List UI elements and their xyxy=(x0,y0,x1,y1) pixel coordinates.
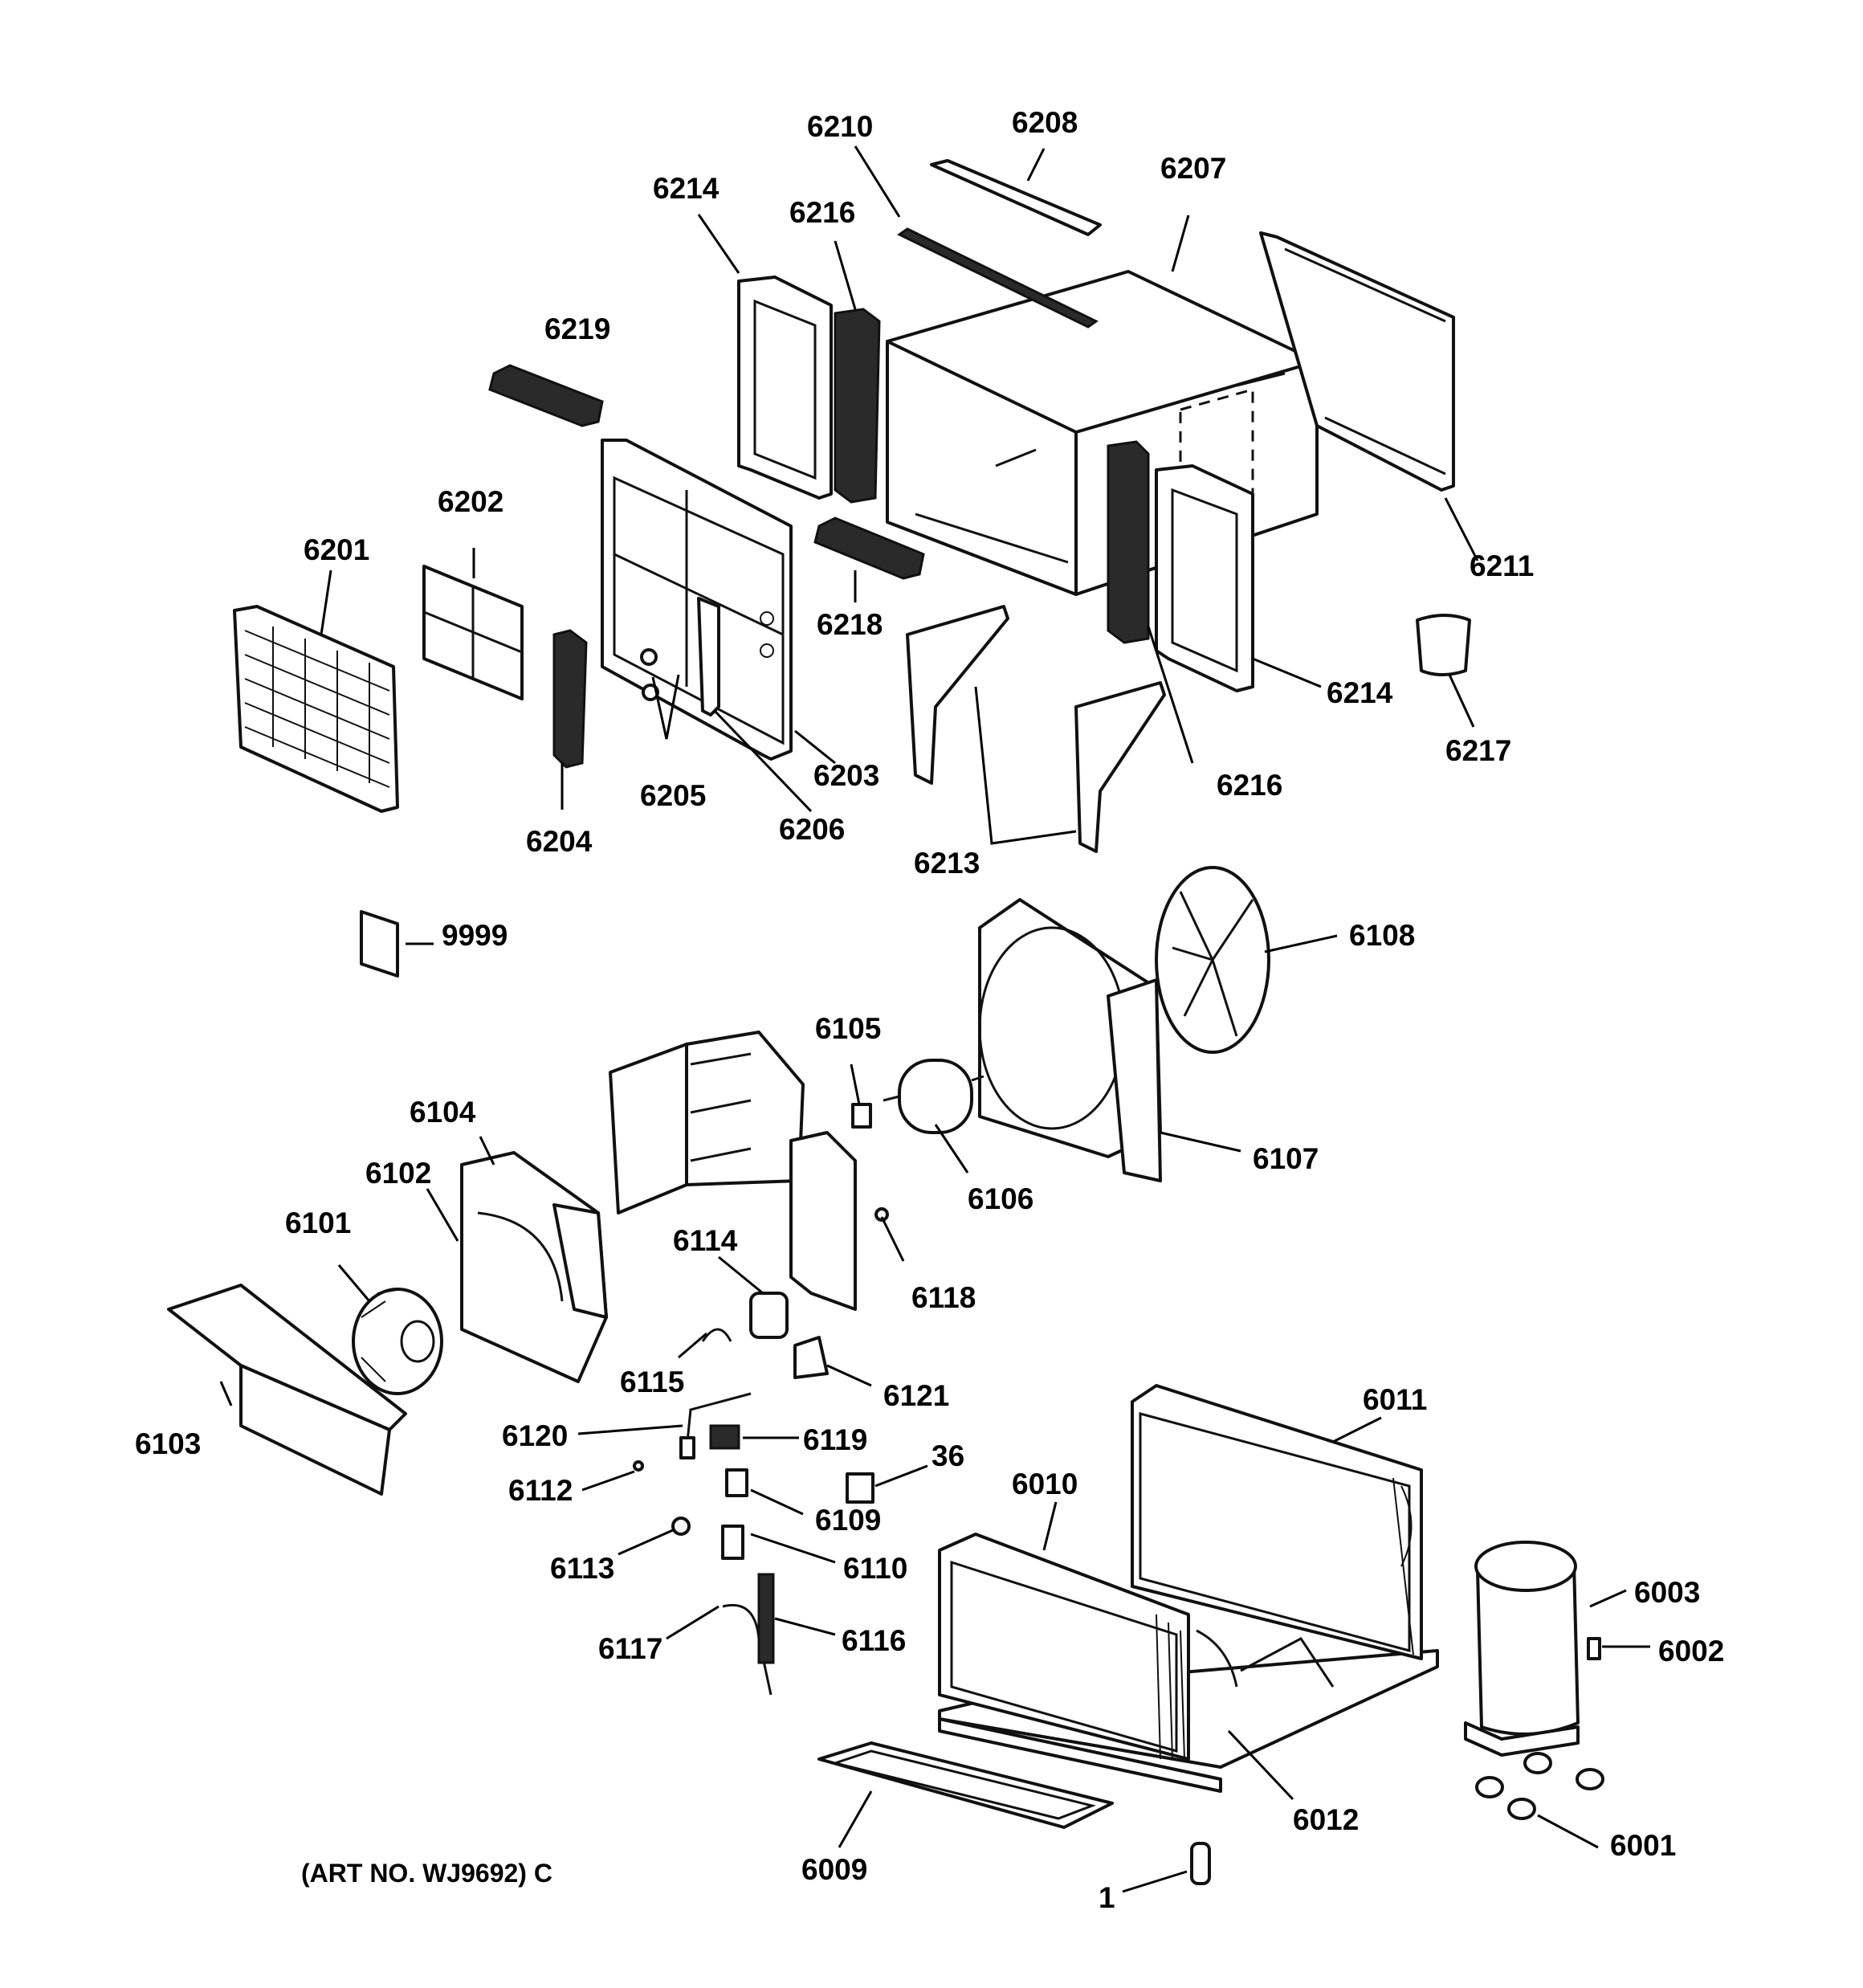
top-rail-6210 xyxy=(897,227,1099,329)
callout-36: 36 xyxy=(932,1439,964,1472)
callout-6121: 6121 xyxy=(883,1379,949,1412)
callout-6201: 6201 xyxy=(304,533,369,566)
callout-6204: 6204 xyxy=(526,825,593,858)
callout-6115: 6115 xyxy=(620,1365,684,1398)
callout-1: 1 xyxy=(1099,1881,1115,1914)
callout-6208: 6208 xyxy=(1012,106,1078,139)
callout-6001: 6001 xyxy=(1610,1829,1676,1862)
callout-6214-top: 6214 xyxy=(653,172,720,205)
drain-pan-6009 xyxy=(817,1741,1114,1829)
callout-6118: 6118 xyxy=(911,1281,976,1314)
callout-6105: 6105 xyxy=(815,1012,881,1045)
callout-6011: 6011 xyxy=(1363,1383,1427,1416)
control-panel xyxy=(609,1031,805,1214)
brackets-6213 xyxy=(906,605,1166,853)
relay-36 xyxy=(846,1472,874,1504)
wire-6115 xyxy=(701,1328,732,1342)
evaporator-6010 xyxy=(938,1533,1190,1761)
booklet-9999 xyxy=(360,910,399,978)
condenser-6011 xyxy=(1131,1384,1423,1660)
callout-6112: 6112 xyxy=(508,1474,573,1507)
switch-6109 xyxy=(725,1468,748,1497)
callout-6101: 6101 xyxy=(285,1206,351,1239)
plate-6103 xyxy=(167,1284,407,1496)
callout-6108: 6108 xyxy=(1349,919,1415,952)
callout-6217: 6217 xyxy=(1445,734,1511,767)
callout-6102: 6102 xyxy=(365,1157,431,1190)
capacitor-6114 xyxy=(749,1292,789,1339)
filter-6202 xyxy=(422,565,524,700)
grommets-6001 xyxy=(1475,1752,1604,1820)
bracket-6121-panel xyxy=(789,1131,857,1311)
louver-6218 xyxy=(813,516,925,580)
front-frame-6203 xyxy=(601,439,793,761)
tubing-6012 xyxy=(1196,1629,1335,1688)
callout-6213: 6213 xyxy=(914,847,980,880)
callout-6109: 6109 xyxy=(815,1504,881,1537)
callout-6106: 6106 xyxy=(968,1182,1033,1215)
art-number: (ART NO. WJ9692) C xyxy=(301,1859,552,1888)
callout-6219: 6219 xyxy=(544,312,610,345)
fitting-6002 xyxy=(1587,1637,1601,1660)
compressor-6003 xyxy=(1464,1541,1580,1757)
callout-6009: 6009 xyxy=(801,1853,867,1886)
screw-6112 xyxy=(633,1460,644,1472)
harness-6117-6116 xyxy=(722,1573,775,1696)
callout-6210: 6210 xyxy=(807,110,873,143)
drier-1 xyxy=(1190,1842,1211,1885)
wheel-6101 xyxy=(352,1288,443,1395)
switch-6119 xyxy=(709,1424,740,1450)
callout-6110: 6110 xyxy=(843,1552,907,1585)
fan-blade-6108 xyxy=(1155,866,1270,1054)
housing-6104 xyxy=(460,1151,608,1383)
knob-6113 xyxy=(671,1517,691,1536)
callout-6216-bottom: 6216 xyxy=(1217,769,1282,802)
leader-lines xyxy=(219,145,1650,1893)
callout-6218: 6218 xyxy=(817,608,883,641)
callout-6104: 6104 xyxy=(410,1096,476,1129)
thermostat-6120 xyxy=(679,1392,752,1459)
callout-6211: 6211 xyxy=(1470,549,1534,582)
callout-6107: 6107 xyxy=(1253,1142,1319,1175)
callout-6207: 6207 xyxy=(1160,152,1226,185)
callout-6206: 6206 xyxy=(779,813,845,846)
callout-labels: 6210 6208 6207 6214 6216 6219 6211 6202 … xyxy=(135,106,1724,1914)
callout-6103: 6103 xyxy=(135,1427,201,1460)
shroud-6107 xyxy=(978,898,1162,1182)
nut-6118 xyxy=(874,1207,889,1222)
motor-6106 xyxy=(883,1059,984,1134)
callout-6216-top: 6216 xyxy=(789,196,855,229)
callout-6120: 6120 xyxy=(502,1419,568,1452)
callout-6010: 6010 xyxy=(1012,1468,1078,1500)
grille-6201 xyxy=(233,605,399,813)
callout-6002: 6002 xyxy=(1658,1635,1724,1668)
callout-6203: 6203 xyxy=(813,759,879,792)
gasket-6216-left xyxy=(834,308,881,504)
callout-6117: 6117 xyxy=(598,1632,662,1665)
cap-6217 xyxy=(1416,614,1471,676)
gasket-6216-right xyxy=(1107,440,1150,644)
knobs-6205 xyxy=(640,648,659,701)
callout-6202: 6202 xyxy=(438,485,503,518)
top-rail-6208 xyxy=(930,159,1102,236)
damper-6204 xyxy=(552,629,588,769)
bracket-6206 xyxy=(697,597,720,716)
frame-6214-left xyxy=(737,276,833,500)
callout-6214-right: 6214 xyxy=(1327,676,1393,709)
side-panel-6211 xyxy=(1259,231,1455,492)
callout-6012: 6012 xyxy=(1293,1803,1359,1836)
louver-6219 xyxy=(488,364,604,427)
frame-6214-right xyxy=(1155,464,1254,692)
bracket-6105 xyxy=(851,1103,872,1129)
callout-6116: 6116 xyxy=(842,1624,906,1657)
callout-6205: 6205 xyxy=(640,779,706,812)
clip-6121 xyxy=(793,1336,829,1379)
callout-9999: 9999 xyxy=(442,919,508,952)
switch-6110 xyxy=(721,1525,744,1560)
callout-6113: 6113 xyxy=(550,1552,614,1585)
callout-6003: 6003 xyxy=(1634,1576,1700,1609)
callout-6114: 6114 xyxy=(673,1224,738,1257)
callout-6119: 6119 xyxy=(803,1423,867,1456)
